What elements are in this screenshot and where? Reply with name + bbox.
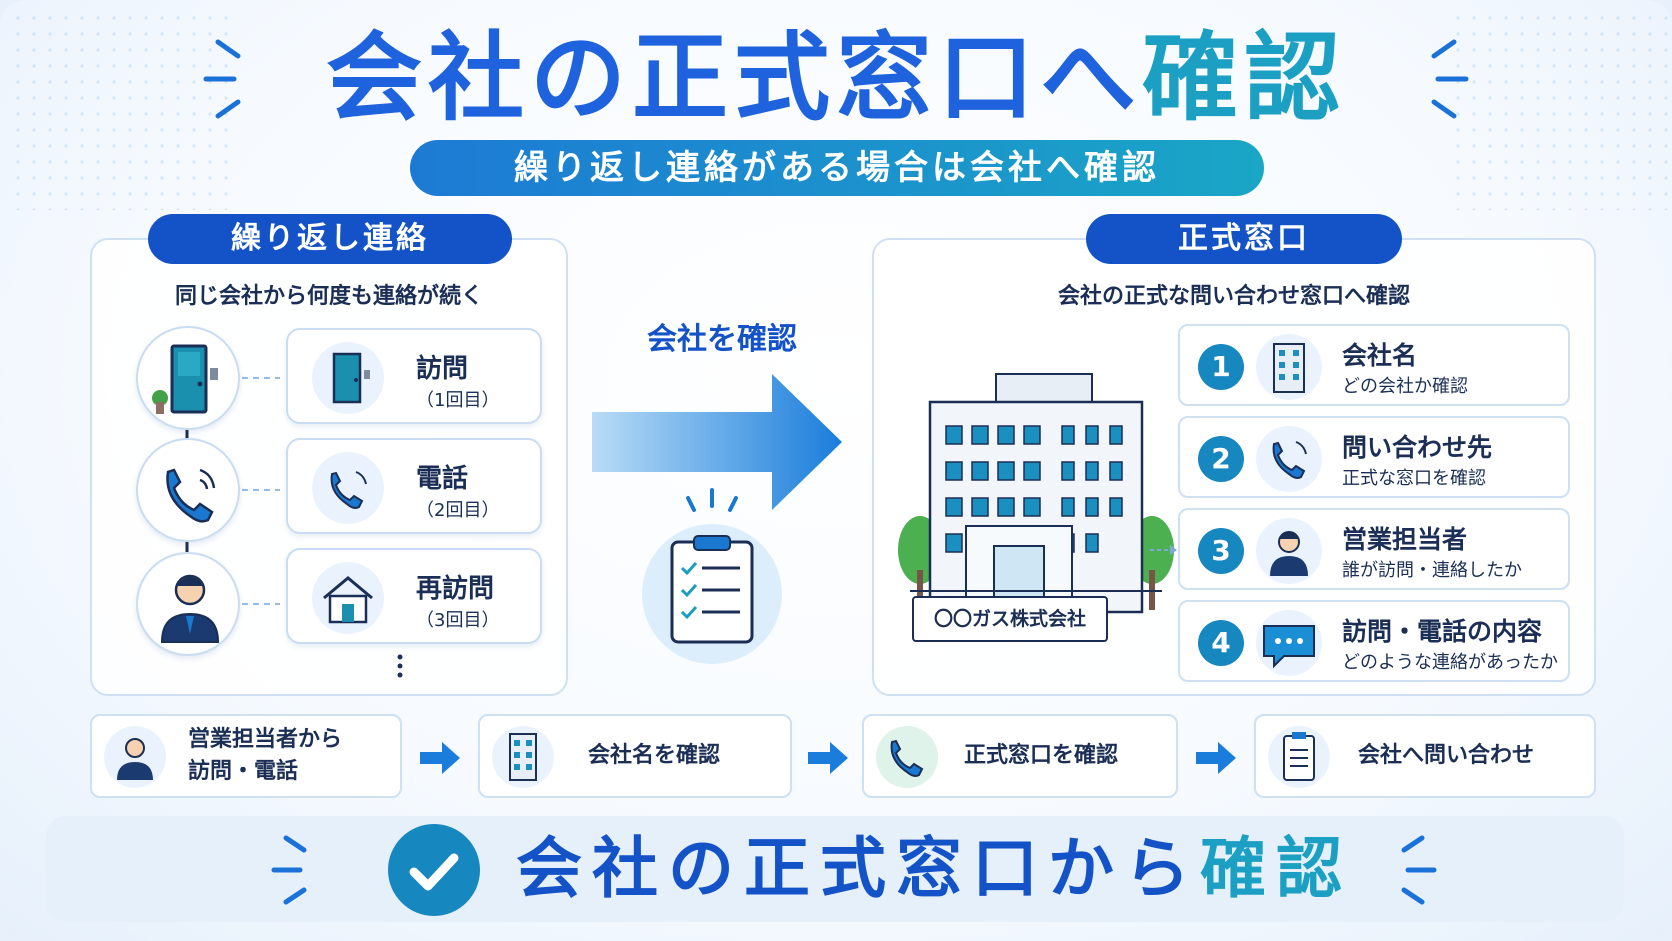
event-card-call: 電話 （2回目） [286, 438, 542, 534]
burst-icon [203, 39, 241, 119]
company-sign: 〇〇ガス株式会社 [912, 596, 1108, 642]
step-title: 会社名 [1342, 341, 1418, 370]
event-label: 訪問 [416, 354, 469, 384]
bottom-message: 会社の正式窓口から確認 [516, 816, 1352, 922]
clipboard-icon [642, 488, 782, 664]
phone-icon [1256, 426, 1322, 492]
event-sub: （1回目） [416, 390, 500, 411]
step-number: 4 [1198, 620, 1244, 666]
door-icon [136, 326, 240, 430]
person-icon [136, 552, 240, 656]
official-contact-caption: 会社の正式な問い合わせ窓口へ確認 [1057, 284, 1410, 309]
flow-text: 営業担当者から [188, 727, 343, 752]
flow-text: 会社名を確認 [588, 743, 721, 768]
step-2: 2 問い合わせ先 正式な窓口を確認 [1178, 416, 1570, 498]
step-4: 4 訪問・電話の内容 どのような連絡があったか [1178, 600, 1570, 682]
event-label: 電話 [416, 464, 469, 494]
step-desc: どのような連絡があったか [1342, 652, 1558, 673]
flow-arrow-icon [1196, 742, 1236, 774]
check-icon [388, 824, 480, 916]
dot-pattern [10, 10, 230, 210]
flow-step-contact: 営業担当者から 訪問・電話 [90, 714, 402, 798]
event-sub: （3回目） [416, 610, 500, 631]
building-icon [492, 726, 554, 788]
official-contact-header: 正式窓口 [1086, 214, 1402, 264]
step-desc: どの会社か確認 [1342, 376, 1468, 397]
phone-icon [312, 452, 384, 524]
step-3: 3 営業担当者 誰が訪問・連絡したか [1178, 508, 1570, 590]
flow-text: 会社へ問い合わせ [1358, 743, 1535, 768]
event-sub: （2回目） [416, 500, 500, 521]
house-icon [312, 562, 384, 634]
flow-step-inquiry: 会社へ問い合わせ [1254, 714, 1596, 798]
door-icon [312, 342, 384, 414]
bottom-accent: 確認 [1200, 830, 1352, 907]
repeat-contact-header: 繰り返し連絡 [148, 214, 512, 264]
page-title: 会社の正式窓口へ確認 [0, 18, 1672, 138]
title-main: 会社の正式窓口へ [326, 22, 1142, 134]
step-number: 2 [1198, 436, 1244, 482]
burst-icon [1401, 835, 1437, 905]
flow-text: 訪問・電話 [188, 759, 299, 784]
building-icon [898, 373, 1174, 614]
building-icon [1256, 334, 1322, 400]
phone-icon [876, 726, 938, 788]
event-card-visit: 訪問 （1回目） [286, 328, 542, 424]
title-accent: 確認 [1142, 22, 1346, 134]
flow-step-company: 会社名を確認 [478, 714, 792, 798]
pointer-arrow-icon [1150, 545, 1177, 555]
big-arrow-icon [592, 374, 842, 510]
step-desc: 誰が訪問・連絡したか [1342, 560, 1522, 581]
event-label: 再訪問 [416, 574, 495, 604]
person-icon [104, 726, 166, 788]
flow-arrow-icon [420, 742, 460, 774]
step-title: 営業担当者 [1342, 525, 1468, 554]
repeat-contact-caption: 同じ会社から何度も連絡が続く [174, 284, 483, 309]
step-number: 1 [1198, 344, 1244, 390]
subtitle-banner: 繰り返し連絡がある場合は会社へ確認 [410, 140, 1264, 196]
clipboard-icon [1268, 726, 1330, 788]
burst-icon [1431, 39, 1469, 119]
step-title: 問い合わせ先 [1342, 433, 1493, 462]
burst-icon [271, 835, 307, 905]
bottom-main: 会社の正式窓口から [516, 830, 1200, 907]
flow-step-official: 正式窓口を確認 [862, 714, 1178, 798]
flow-text: 正式窓口を確認 [964, 743, 1119, 768]
flow-arrow-icon [808, 742, 848, 774]
step-1: 1 会社名 どの会社か確認 [1178, 324, 1570, 406]
step-title: 訪問・電話の内容 [1342, 617, 1543, 646]
step-number: 3 [1198, 528, 1244, 574]
chat-icon [1256, 610, 1322, 676]
middle-label: 会社を確認 [647, 322, 797, 357]
event-card-revisit: 再訪問 （3回目） [286, 548, 542, 644]
dot-pattern [1450, 10, 1670, 210]
step-desc: 正式な窓口を確認 [1342, 468, 1486, 489]
bottom-banner: 会社の正式窓口から確認 [46, 816, 1624, 922]
ellipsis-icon [397, 654, 403, 678]
person-icon [1256, 518, 1322, 584]
phone-icon [136, 438, 240, 542]
